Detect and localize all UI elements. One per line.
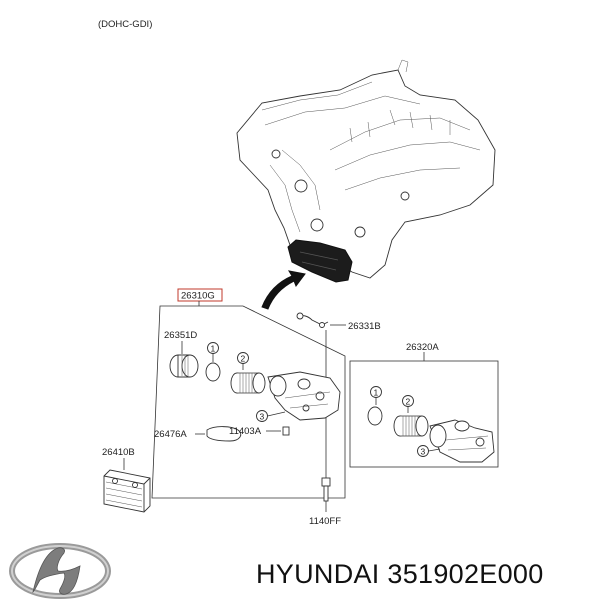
filter-element xyxy=(230,372,266,394)
part-label-gasket: 26476A xyxy=(154,429,187,440)
long-bolt xyxy=(321,477,331,502)
part-label-kit: 26320A xyxy=(406,342,439,353)
callout-3: 3 xyxy=(260,412,265,422)
pointer-arrow xyxy=(261,270,306,310)
callout-2: 2 xyxy=(241,354,246,364)
brand-part-number: HYUNDAI 351902E000 xyxy=(256,559,544,589)
gasket xyxy=(206,426,242,442)
oil-cooler xyxy=(103,469,151,513)
part-label-cooler: 26410B xyxy=(102,447,135,458)
kit-callout-3: 3 xyxy=(421,447,426,457)
kit-callout-2: 2 xyxy=(406,397,411,407)
part-label-assembly: 26310G xyxy=(181,291,215,302)
oil-pipe xyxy=(296,312,346,328)
assembly-label-box xyxy=(177,288,223,302)
highlighted-housing xyxy=(287,239,353,283)
hyundai-logo xyxy=(9,543,111,599)
part-label-cap: 26351D xyxy=(164,330,197,341)
kit-filter-element xyxy=(393,415,429,437)
engine-variant-label: (DOHC-GDI) xyxy=(98,19,152,30)
kit-o-ring xyxy=(367,406,383,426)
callout-1: 1 xyxy=(211,344,216,354)
small-bolt xyxy=(282,426,290,436)
kit-filter-cap xyxy=(429,419,495,463)
kit-callout-1: 1 xyxy=(374,388,379,398)
part-label-small-bolt: 11403A xyxy=(229,426,262,437)
filter-housing xyxy=(267,371,341,421)
part-label-long-bolt: 1140FF xyxy=(309,516,341,527)
assembly-frame xyxy=(151,301,346,499)
engine-block xyxy=(236,59,496,283)
part-label-pipe: 26331B xyxy=(348,321,381,332)
filter-cap xyxy=(169,354,199,378)
o-ring xyxy=(205,362,221,382)
